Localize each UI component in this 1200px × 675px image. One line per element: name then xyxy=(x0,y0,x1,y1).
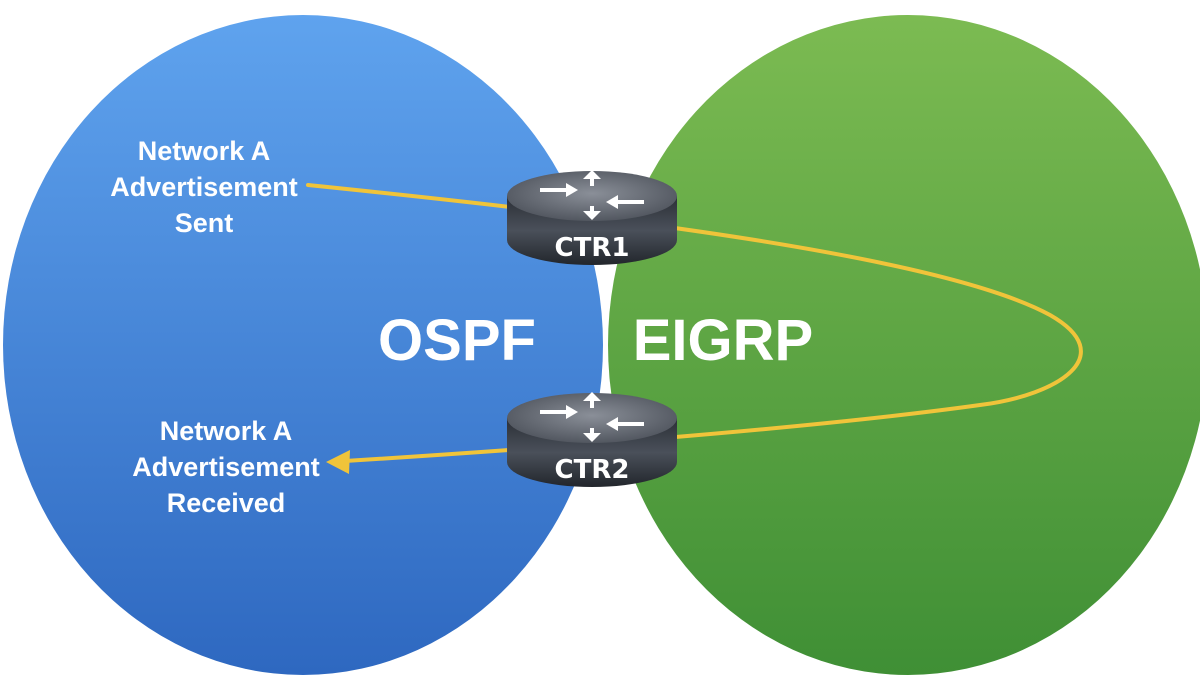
note-sent-line-1: Network A xyxy=(138,136,271,166)
note-sent-line-3: Sent xyxy=(175,208,234,238)
note-received: Network A Advertisement Received xyxy=(132,416,320,518)
note-received-line-3: Received xyxy=(167,488,286,518)
ctr1-label: CTR1 xyxy=(555,233,630,263)
note-sent: Network A Advertisement Sent xyxy=(110,136,298,238)
ctr2-label: CTR2 xyxy=(555,455,630,485)
ospf-domain xyxy=(3,15,603,675)
router-top xyxy=(507,171,677,221)
router-ctr2[interactable]: CTR2 xyxy=(507,392,677,487)
router-icon xyxy=(540,392,644,442)
router-icon xyxy=(540,170,644,220)
ospf-label: OSPF xyxy=(378,308,536,373)
arrowhead-icon xyxy=(326,450,350,474)
eigrp-domain xyxy=(608,15,1200,675)
note-received-line-1: Network A xyxy=(160,416,293,446)
router-top xyxy=(507,393,677,443)
router-ctr1[interactable]: CTR1 xyxy=(507,170,677,265)
note-sent-line-2: Advertisement xyxy=(110,172,298,202)
note-received-line-2: Advertisement xyxy=(132,452,320,482)
eigrp-label: EIGRP xyxy=(633,308,814,373)
